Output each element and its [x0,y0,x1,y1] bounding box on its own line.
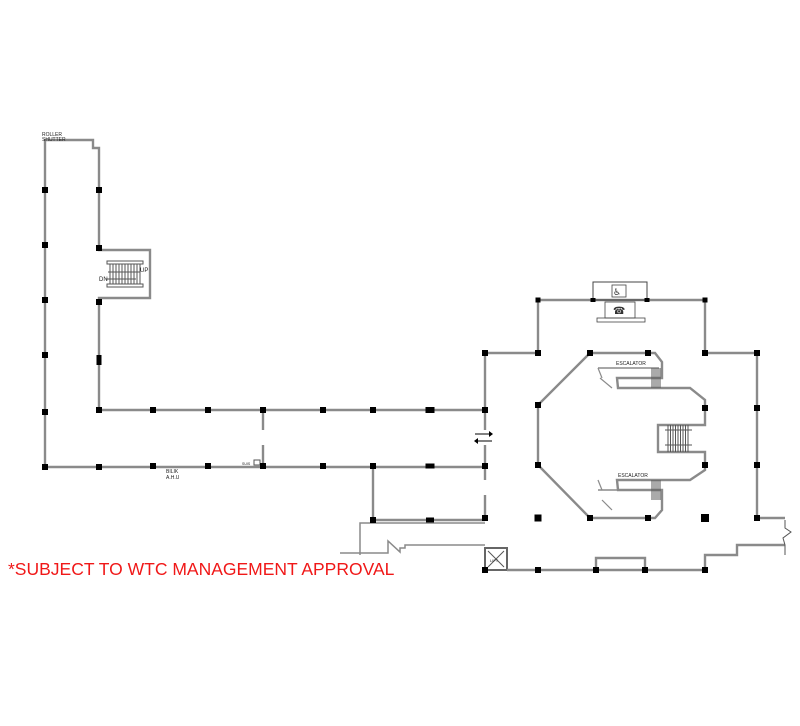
column [482,515,488,521]
column [702,297,708,303]
column [370,517,376,523]
column [642,567,648,573]
column [96,355,102,365]
column [754,515,760,521]
column [425,463,435,469]
column [42,297,48,303]
column [535,462,541,468]
restroom-icon: ♿ [613,288,621,298]
left-wing-walls [43,138,487,480]
column [42,187,48,193]
column [702,462,708,468]
telephone-icon: ☎ [613,306,625,317]
column [702,405,708,411]
column [644,298,650,302]
escalator-top-label: ESCALATOR [616,361,646,367]
column [754,350,760,356]
column [587,350,593,356]
lift-label: LIFT [490,558,499,563]
column [482,407,488,413]
staircase [106,260,144,288]
column [425,407,435,413]
telephone-booth: ☎ [596,301,646,323]
column [535,350,541,356]
escalator-bottom-label: ESCALATOR [618,473,648,479]
column [534,514,542,522]
column [96,245,102,251]
column [320,463,326,469]
column [150,463,156,469]
column [426,517,434,523]
column [370,407,376,413]
structural-columns [42,187,760,573]
column [260,463,266,469]
column [593,567,599,573]
column [42,409,48,415]
column [645,515,651,521]
column [702,567,708,573]
column [754,462,760,468]
column [590,298,596,302]
atrium-void [536,351,707,520]
column [482,463,488,469]
column [645,350,651,356]
column [96,299,102,305]
column [535,567,541,573]
column [535,297,541,303]
approval-notice: *SUBJECT TO WTC MANAGEMENT APPROVAL [8,559,395,579]
column [587,515,593,521]
column [260,407,266,413]
switch-box [253,459,261,466]
column [482,567,488,573]
column [96,407,102,413]
roller-shutter-label-2: SHUTTER [42,137,66,143]
column [42,242,48,248]
stair-up-label: UP [140,268,148,274]
column [42,464,48,470]
lift: LIFT [484,547,508,571]
column [701,514,709,522]
column [370,463,376,469]
lower-room-walls [340,467,487,555]
column [150,407,156,413]
column [205,463,211,469]
right-block-walls [483,298,792,572]
column [42,352,48,358]
stair-down-label: DN [99,277,108,283]
column [754,405,760,411]
column [96,187,102,193]
column [702,350,708,356]
restroom: ♿ [592,281,648,301]
door-arrows-icon [474,431,493,444]
switch-tag: SUIS [242,462,251,466]
column [482,350,488,356]
ahu-room-label: BILIK [166,469,179,475]
column [320,407,326,413]
column [205,407,211,413]
roller-shutter-label: ROLLER [42,132,62,138]
ahu-room-label-2: A.H.U [166,475,180,481]
column [96,464,102,470]
column [535,402,541,408]
